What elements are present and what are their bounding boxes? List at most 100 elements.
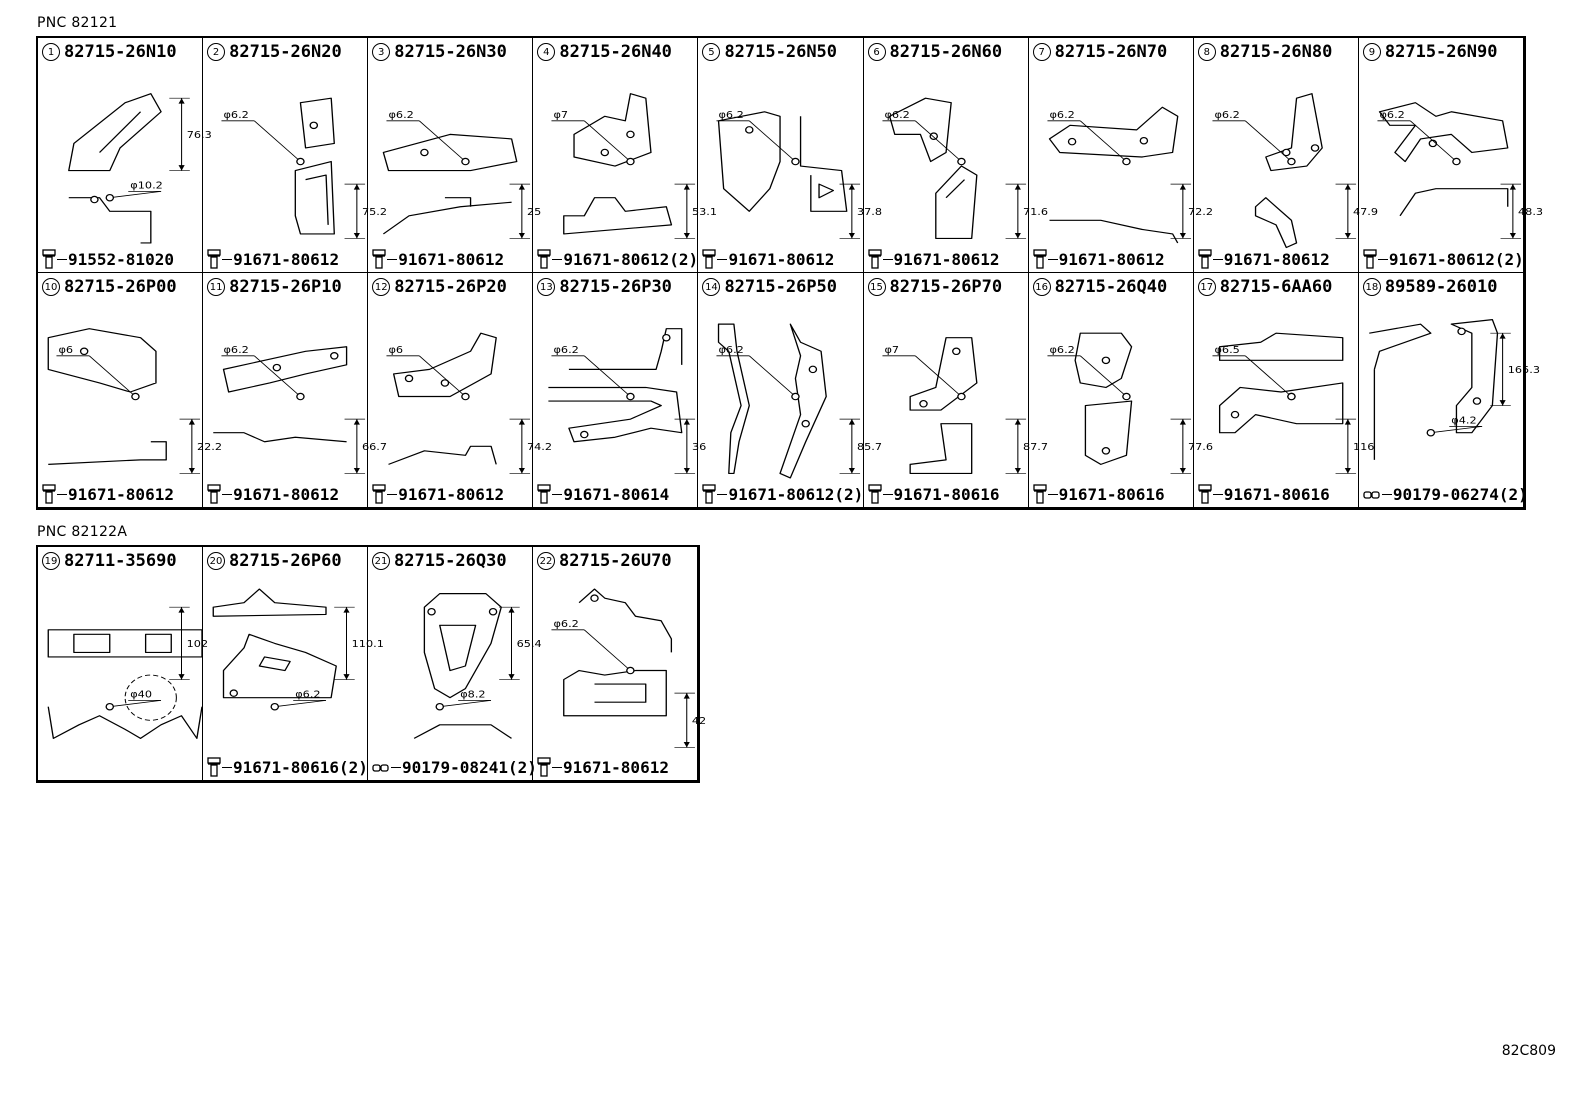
bracket-outline — [1369, 323, 1432, 370]
fastener-part-number: 91671-80612 — [233, 249, 340, 269]
part-number: 82715-26N90 — [1384, 42, 1498, 62]
bracket-slot — [258, 656, 291, 672]
dimension-label: φ10.2 — [130, 179, 163, 191]
clamp-window — [144, 633, 172, 654]
bracket-lower — [1084, 400, 1132, 465]
bracket-tab — [818, 183, 835, 199]
fastener-part-number: 91671-80612 — [1223, 249, 1330, 269]
fastener-part-number: 91671-80612 — [68, 484, 174, 504]
bolt-icon — [537, 249, 551, 269]
bracket-outline — [212, 588, 327, 617]
part-number: 82715-26N40 — [559, 42, 672, 62]
dimension-label: φ8.2 — [460, 688, 485, 700]
dimension-label: φ6.2 — [719, 109, 744, 121]
bracket-outline — [1378, 102, 1509, 163]
fastener-part-number: 91671-80612(2) — [1388, 249, 1524, 269]
bolt-hole — [951, 347, 961, 356]
part-drawing: φ6.266.7 — [213, 344, 387, 474]
part-drawing: 110.1φ6.2 — [212, 588, 384, 711]
callout-number: 2 — [207, 43, 226, 61]
fastener: 90179-06274(2) — [1363, 485, 1528, 504]
bolt-hole — [270, 702, 280, 711]
dimension-label: φ6.2 — [389, 109, 414, 121]
part-number: 82711-35690 — [64, 551, 177, 571]
dimension-label: φ6.2 — [884, 109, 909, 121]
bracket-outline — [578, 588, 673, 653]
bracket-lower — [800, 116, 848, 212]
bolt-hole — [956, 157, 966, 166]
part-number: 82715-26U70 — [559, 551, 672, 571]
part-number: 82715-26Q30 — [394, 551, 507, 571]
bracket-outline — [393, 332, 498, 398]
part-drawing: 65.4φ8.2 — [413, 593, 542, 739]
bolt-hole — [600, 148, 610, 157]
dimension-label: φ6.2 — [554, 344, 579, 356]
bolt-hole — [662, 333, 671, 342]
dimension-label: φ40 — [130, 688, 152, 700]
bolt-hole — [427, 607, 436, 616]
bolt-icon — [42, 484, 56, 504]
bracket-lower — [1254, 197, 1298, 249]
callout-number: 7 — [1032, 43, 1051, 61]
bolt-hole — [626, 666, 635, 675]
bracket-outline — [382, 133, 518, 172]
dimension-label: φ7 — [884, 344, 899, 356]
fastener-part-number: 91671-80612(2) — [728, 484, 864, 504]
clip-icon — [1363, 490, 1380, 499]
bolt-hole — [105, 193, 115, 202]
callout-number: 13 — [537, 278, 556, 296]
bracket-slot — [945, 179, 965, 199]
bolt-hole — [296, 157, 305, 166]
bracket-outline — [299, 97, 336, 149]
fastener-part-number: 91671-80616(2) — [233, 757, 368, 777]
bolt-icon — [1198, 484, 1212, 504]
pnc-label-82122a: PNC 82122A — [37, 524, 128, 540]
bolt-hole — [1286, 392, 1296, 401]
callout-number: 5 — [702, 43, 721, 61]
diagram-code: 82C809 — [1501, 1043, 1556, 1059]
bolt-hole — [330, 352, 339, 360]
fastener: 91671-80616 — [1033, 484, 1165, 504]
part-number: 82715-26P50 — [724, 277, 838, 297]
bolt-icon — [702, 484, 717, 504]
part-number: 82715-26P00 — [64, 277, 177, 297]
fastener: 91671-80616 — [1198, 484, 1330, 504]
bolt-hole — [1121, 157, 1131, 166]
part-drawing: φ6.271.6 — [882, 97, 1048, 240]
callout-number: 11 — [207, 278, 226, 296]
bracket-outline — [1048, 106, 1179, 158]
bracket-lower — [563, 197, 673, 235]
callout-number: 12 — [372, 278, 391, 296]
bolt-hole — [105, 702, 115, 711]
bolt-hole — [1121, 392, 1131, 401]
bracket-slot — [305, 174, 329, 225]
fastener: 91671-80612 — [207, 484, 339, 504]
bracket-lower — [68, 197, 152, 244]
dimension-label: 165.3 — [1508, 364, 1540, 376]
bolt-hole — [809, 365, 818, 374]
bolt-hole — [791, 392, 801, 401]
callout-number: 15 — [867, 278, 886, 296]
bracket-outline — [423, 593, 502, 699]
bolt-icon — [867, 249, 882, 269]
fastener-part-number: 90179-08241(2) — [402, 758, 537, 777]
